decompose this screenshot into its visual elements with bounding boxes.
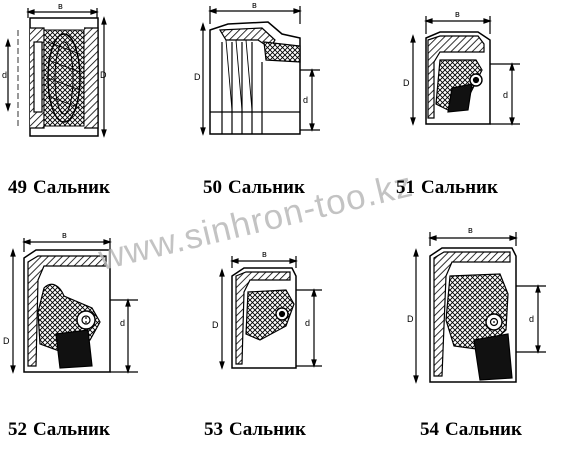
seal-51-drawing: в D d <box>403 9 520 126</box>
seal-54-number: 54 <box>420 419 439 440</box>
seal-50-drawing: в D d <box>194 0 320 136</box>
seal-49-caption: 49 Сальник <box>8 178 110 197</box>
seal-54-outer-label: D <box>407 314 414 324</box>
seal-54-width-label: в <box>468 225 473 235</box>
seal-50-outer-label: D <box>194 72 201 82</box>
seal-52-name: Сальник <box>33 419 110 440</box>
seal-54-drawing: в D d <box>407 225 546 384</box>
seal-51-name: Сальник <box>421 177 498 198</box>
seal-49-drawing: в d D <box>2 1 107 138</box>
seal-52-caption: 52 Сальник <box>8 420 110 439</box>
seal-49-bore-label: d <box>2 70 7 80</box>
seal-52-outer-label: D <box>3 336 10 346</box>
seal-51-width-label: в <box>455 9 460 19</box>
seal-50-bore-label: d <box>303 95 308 105</box>
seal-49-width-label: в <box>58 1 63 11</box>
seal-50-width-label: в <box>252 0 257 10</box>
seal-52-number: 52 <box>8 419 27 440</box>
seal-54-caption: 54 Сальник <box>420 420 522 439</box>
seal-54-bore-label: d <box>529 314 534 324</box>
seal-53-number: 53 <box>204 419 223 440</box>
seal-52-drawing: в D d <box>3 230 138 374</box>
seal-50-number: 50 <box>203 177 222 198</box>
seal-49-number: 49 <box>8 177 27 198</box>
seal-54-name: Сальник <box>445 419 522 440</box>
seal-51-outer-label: D <box>403 78 410 88</box>
seal-51-number: 51 <box>396 177 415 198</box>
seal-53-bore-label: d <box>305 318 310 328</box>
seal-53-name: Сальник <box>229 419 306 440</box>
seal-50-name: Сальник <box>228 177 305 198</box>
seal-49-name: Сальник <box>33 177 110 198</box>
seal-53-outer-label: D <box>212 320 219 330</box>
seal-51-bore-label: d <box>503 90 508 100</box>
seal-52-bore-label: d <box>120 318 125 328</box>
seal-49-outer-label: D <box>100 70 107 80</box>
seal-50-caption: 50 Сальник <box>203 178 305 197</box>
seal-53-width-label: в <box>262 249 267 259</box>
seal-51-caption: 51 Сальник <box>396 178 498 197</box>
seal-52-width-label: в <box>62 230 67 240</box>
seal-53-drawing: в D d <box>212 249 322 370</box>
seal-53-caption: 53 Сальник <box>204 420 306 439</box>
